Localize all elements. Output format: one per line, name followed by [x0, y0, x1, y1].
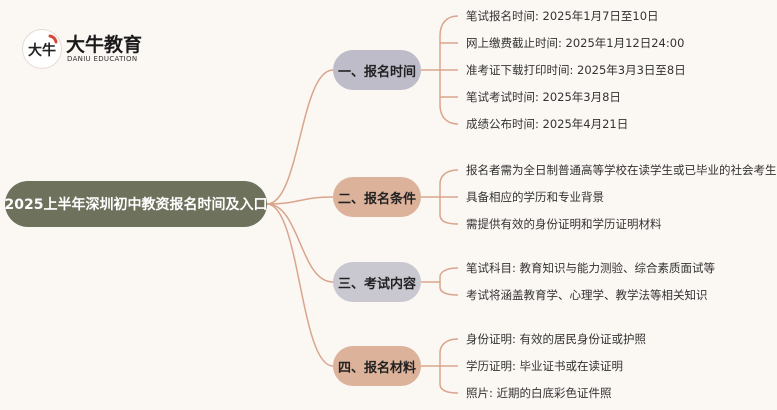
leaf-item: 笔试报名时间: 2025年1月7日至10日	[466, 9, 659, 23]
branch-exam-content: 三、考试内容	[333, 262, 421, 302]
logo-mark-text: 大牛	[28, 42, 56, 59]
logo-name: 大牛教育	[66, 34, 143, 56]
leaf-item: 笔试科目: 教育知识与能力测验、综合素质面试等	[466, 261, 716, 275]
leaf-item: 网上缴费截止时间: 2025年1月12日24:00	[466, 36, 685, 50]
root-topic: 2025上半年深圳初中教资报名时间及入口	[5, 181, 267, 227]
branch-registration-time: 一、报名时间	[333, 50, 421, 90]
connector-root-branch-4	[266, 203, 334, 367]
leaf-item: 准考证下载打印时间: 2025年3月3日至8日	[466, 63, 686, 77]
leaf-item: 考试将涵盖教育学、心理学、教学法等相关知识	[466, 288, 708, 302]
logo-mark-icon: 大牛	[22, 29, 62, 69]
logo: 大牛 大牛教育 DANIU EDUCATION	[22, 29, 152, 71]
leaf-item: 具备相应的学历和专业背景	[466, 190, 604, 204]
connector-root-branch-1	[266, 69, 334, 205]
leaf-item: 成绩公布时间: 2025年4月21日	[466, 117, 629, 131]
branch-registration-conditions: 二、报名条件	[333, 177, 421, 217]
connector-root-branch-2	[266, 196, 334, 205]
leaf-item: 身份证明: 有效的居民身份证或护照	[466, 332, 647, 346]
leaf-item: 笔试考试时间: 2025年3月8日	[466, 90, 621, 104]
leaf-item: 需提供有效的身份证明和学历证明材料	[466, 217, 662, 231]
logo-subtitle: DANIU EDUCATION	[67, 55, 138, 63]
leaf-item: 照片: 近期的白底彩色证件照	[466, 386, 612, 400]
connector-root-branch-3	[266, 203, 334, 283]
leaf-item: 报名者需为全日制普通高等学校在读学生或已毕业的社会考生	[466, 163, 777, 177]
connector-lines	[266, 15, 459, 394]
leaf-item: 学历证明: 毕业证书或在读证明	[466, 359, 624, 373]
branch-registration-materials: 四、报名材料	[333, 346, 421, 386]
